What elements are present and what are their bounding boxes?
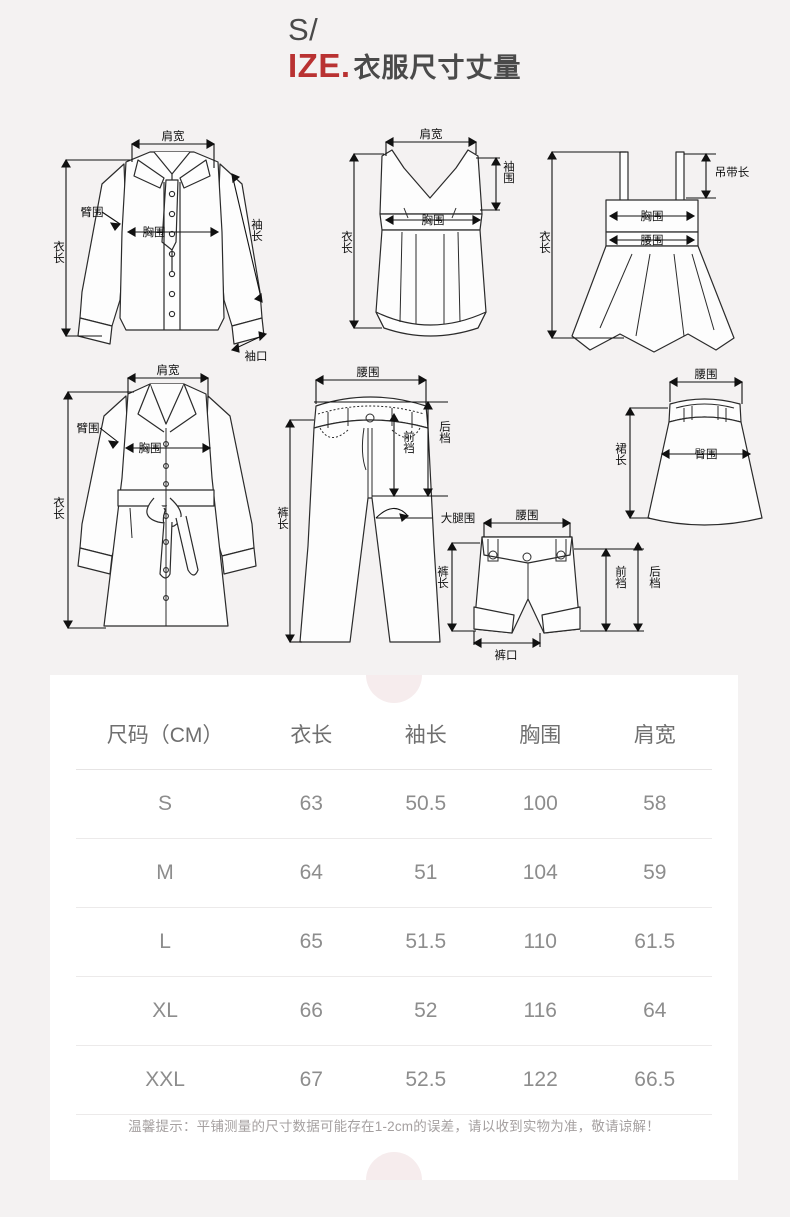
label-bust: 胸围 [641, 209, 664, 223]
measurement-note: 温馨提示：平铺测量的尺寸数据可能存在1-2cm的误差，请以收到实物为准，敬请谅解… [128, 1119, 660, 1134]
table-row: XXL 67 52.5 122 66.5 [76, 1045, 712, 1115]
header-shoulder: 肩宽 [597, 713, 712, 770]
card-bottom-notch [366, 1152, 422, 1180]
label-back-rise: 后档 [438, 421, 451, 444]
label-armhole: 袖围 [502, 160, 515, 185]
cell-length: 64 [254, 838, 369, 908]
label-garment-length: 衣长 [340, 230, 353, 254]
label-strap-length: 吊带长 [715, 166, 750, 179]
label-front-rise: 前裆 [614, 565, 627, 590]
table-row: L 65 51.5 110 61.5 [76, 907, 712, 977]
brand-text: IZE. [288, 46, 351, 84]
cell-sleeve: 52 [368, 976, 484, 1046]
cell-length: 67 [254, 1045, 369, 1115]
label-back-rise: 后档 [648, 566, 661, 589]
card-top-notch [366, 675, 422, 703]
label-shoulder-width: 肩宽 [157, 363, 180, 377]
label-shoulder-width: 肩宽 [420, 127, 443, 141]
label-waist: 腰围 [516, 509, 539, 522]
cell-shoulder: 59 [597, 838, 712, 908]
label-garment-length: 衣长 [538, 230, 551, 254]
cell-bust: 100 [483, 769, 598, 839]
label-front-rise: 前裆 [402, 430, 415, 455]
header-length: 衣长 [254, 713, 369, 770]
cell-length: 63 [254, 769, 369, 839]
header-sleeve: 袖长 [368, 713, 484, 770]
label-waist: 腰围 [641, 234, 664, 247]
table-row: XL 66 52 116 64 [76, 976, 712, 1046]
cell-sleeve: 50.5 [368, 769, 484, 839]
cell-sleeve: 51 [368, 838, 484, 908]
title-line-ize: IZE. 衣服尺寸丈量 [288, 46, 522, 84]
camisole-diagram: 肩宽 袖围 胸围 衣长 [330, 122, 530, 372]
cell-shoulder: 58 [597, 769, 712, 839]
shorts-diagram: 腰围 裤长 前裆 后档 裤口 [428, 503, 678, 673]
label-arm-circumference: 臂围 [77, 422, 100, 435]
label-trouser-length: 裤长 [436, 565, 449, 589]
label-waist: 腰围 [695, 368, 718, 381]
cell-shoulder: 64 [597, 976, 712, 1046]
label-skirt-length: 裙长 [614, 443, 627, 466]
cell-shoulder: 66.5 [597, 1045, 712, 1115]
label-sleeve-length: 袖长 [250, 218, 263, 242]
label-garment-length: 衣长 [52, 240, 65, 264]
table-row: S 63 50.5 100 58 [76, 769, 712, 839]
label-trouser-length: 裤长 [276, 506, 289, 530]
cell-bust: 104 [483, 838, 598, 908]
label-bust: 胸围 [139, 441, 162, 455]
measurement-diagrams: 肩宽 臂围 胸围 衣长 袖长 袖口 [0, 108, 790, 673]
skirt-diagram: 腰围 臀围 裙长 [604, 360, 784, 565]
cell-sleeve: 51.5 [368, 907, 484, 977]
cell-size: M [76, 838, 255, 908]
cell-size: L [76, 907, 255, 977]
size-table-card: 尺码（CM） 衣长 袖长 胸围 肩宽 S 63 50.5 100 58 M 64… [50, 675, 738, 1180]
cell-length: 66 [254, 976, 369, 1046]
cell-length: 65 [254, 907, 369, 977]
page-title: S/ IZE. 衣服尺寸丈量 [288, 12, 522, 84]
cell-bust: 110 [483, 907, 598, 977]
coat-diagram: 肩宽 臂围 胸围 衣长 [42, 358, 292, 658]
subtitle-text: 衣服尺寸丈量 [353, 52, 522, 83]
cell-sleeve: 52.5 [368, 1045, 484, 1115]
blouse-diagram: 肩宽 臂围 胸围 衣长 袖长 袖口 [42, 122, 312, 372]
label-arm-circumference: 臂围 [81, 206, 104, 219]
title-line-s: S/ [288, 12, 319, 47]
cell-bust: 116 [483, 976, 598, 1046]
cell-size: XXL [76, 1045, 255, 1115]
label-bust: 胸围 [422, 213, 445, 227]
dress-diagram: 吊带长 胸围 腰围 衣长 [528, 122, 758, 372]
label-garment-length: 衣长 [52, 496, 65, 520]
label-cuff: 袖口 [245, 349, 268, 363]
cell-shoulder: 61.5 [597, 907, 712, 977]
table-header-row: 尺码（CM） 衣长 袖长 胸围 肩宽 [76, 713, 712, 770]
trousers-diagram: 腰围 前裆 后档 大腿围 裤长 [268, 358, 483, 658]
label-waist: 腰围 [357, 366, 380, 379]
label-thigh: 大腿围 [441, 511, 476, 525]
cell-size: S [76, 769, 255, 839]
cell-size: XL [76, 976, 255, 1046]
label-bust: 胸围 [143, 225, 166, 239]
size-table: 尺码（CM） 衣长 袖长 胸围 肩宽 S 63 50.5 100 58 M 64… [76, 713, 712, 1115]
cell-bust: 122 [483, 1045, 598, 1115]
label-hem: 裤口 [495, 648, 518, 662]
header-size: 尺码（CM） [76, 713, 255, 770]
header-bust: 胸围 [483, 713, 598, 770]
label-hip: 臀围 [695, 448, 718, 461]
table-row: M 64 51 104 59 [76, 838, 712, 908]
label-shoulder-width: 肩宽 [162, 129, 185, 143]
